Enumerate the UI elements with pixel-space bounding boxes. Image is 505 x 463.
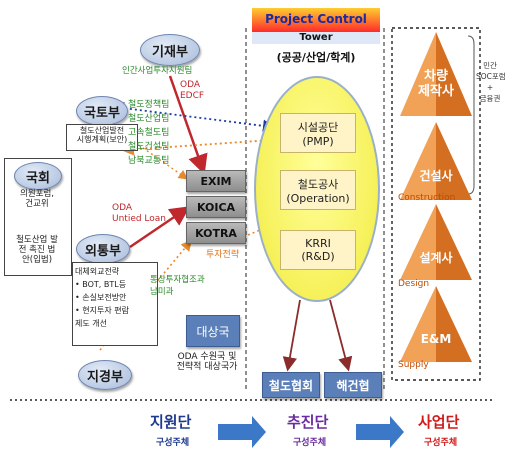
pyramid-sub-construction: Construction bbox=[398, 193, 456, 203]
target-desc-l1: ODA 수원국 및 bbox=[177, 352, 237, 362]
arrow-oetong-koica bbox=[129, 206, 191, 249]
gukto-plan-box: 철도산업발전 시행계획(보안) bbox=[66, 124, 138, 151]
target-desc-l2: 전략적 대상국가 bbox=[176, 362, 238, 373]
tongsang-l2: 남미과 bbox=[150, 287, 174, 297]
pyramid-label-vehicle: 차량 제작사 bbox=[402, 69, 470, 100]
center-box-krri: KRRI (R&D) bbox=[280, 230, 356, 270]
kotra-box: KOTRA bbox=[186, 222, 246, 244]
center-box-operation-l1: 철도공사 bbox=[297, 177, 339, 191]
edcf-label: EDCF bbox=[180, 91, 205, 101]
gukto-oval: 국토부 bbox=[76, 96, 128, 126]
oetong-strategy-box: 대체외교전략 • BOT, BTL등 • 손실보전방안 • 현지투자 편람 제도… bbox=[72, 262, 158, 346]
exim-box: EXIM bbox=[186, 170, 246, 192]
footer-arrow-2 bbox=[356, 416, 404, 448]
footer-business-title: 사업단 bbox=[418, 413, 460, 431]
target-country-box: 대상국 bbox=[186, 315, 240, 347]
project-control-desc: (공공/산업/학계) bbox=[276, 51, 356, 64]
center-box-krri-l2: (R&D) bbox=[301, 250, 335, 263]
gukto-team-5: 남북교통팀 bbox=[128, 156, 170, 166]
footer-arrow-1 bbox=[218, 416, 266, 448]
gukto-team-3: 고속철도팀 bbox=[128, 128, 170, 138]
arrow-oval-overseas bbox=[329, 299, 353, 372]
gukhoe-desc-l2: 건교위 bbox=[25, 198, 49, 209]
gukhoe-bill: 철도산업 발 전 촉진 법 안(입법) bbox=[6, 235, 68, 265]
center-box-operation-l2: (Operation) bbox=[286, 191, 350, 205]
footer-promote-sub: 구성주체 bbox=[293, 438, 327, 448]
side-note-l3: + bbox=[486, 83, 494, 92]
oda-untied-l2: Untied Loan bbox=[112, 214, 167, 224]
pyramid-label-design: 설계사 bbox=[419, 251, 453, 265]
gukto-plan-l2: 시행계획(보안) bbox=[76, 135, 128, 145]
oda-untied-l1: ODA bbox=[112, 203, 133, 213]
gukto-team-2: 철도산업팀 bbox=[128, 114, 170, 124]
oetong-item-3: • 손실보전방안 bbox=[75, 293, 127, 302]
pyramid-label-vehicle-l2: 제작사 bbox=[418, 83, 454, 99]
oetong-item-4: • 현지투자 편람 bbox=[75, 306, 129, 315]
footer-support-sub: 구성주체 bbox=[156, 438, 190, 448]
center-box-pmp-l1: 시설공단 bbox=[297, 120, 339, 134]
gukhoe-desc: 의원포럼, 건교위 bbox=[6, 189, 68, 210]
side-note: 민간 SOC포럼 + 금융권 bbox=[476, 60, 505, 104]
gukto-team-1: 철도정책팀 bbox=[128, 100, 170, 110]
target-desc: ODA 수원국 및 전략적 대상국가 bbox=[170, 352, 244, 373]
gukto-plan-l1: 철도산업발전 bbox=[79, 126, 125, 135]
oetong-item-2: • BOT, BTL등 bbox=[75, 280, 127, 289]
side-bracket bbox=[467, 35, 475, 195]
koica-box: KOICA bbox=[186, 196, 246, 218]
overseas-construction-box: 해건협 bbox=[324, 372, 382, 398]
pyramid-frame bbox=[391, 27, 481, 381]
oda-label: ODA bbox=[180, 80, 201, 90]
pyramid-label-vehicle-l1: 차량 bbox=[424, 69, 448, 84]
pyramid-label-construction: 건설사 bbox=[419, 169, 453, 183]
jigyeong-oval: 지경부 bbox=[78, 360, 132, 390]
footer-business-sub: 구성주체 bbox=[424, 438, 458, 448]
gukto-team-list: 철도정책팀 철도산업팀 고속철도팀 철도건설팀 남북교통팀 bbox=[128, 98, 169, 168]
footer-support-title: 지원단 bbox=[150, 413, 192, 431]
rail-association-box: 철도협회 bbox=[262, 372, 320, 398]
tongsang-l1: 통상투자협조과 bbox=[150, 275, 205, 285]
project-control-subtitle: Tower bbox=[252, 32, 380, 44]
gukhoe-bill-l3: 안(입법) bbox=[21, 254, 53, 265]
gijaebu-team: 인간사업투자지원팀 bbox=[122, 66, 193, 76]
gukhoe-bill-l1: 철도산업 발 bbox=[16, 235, 58, 245]
oetong-item-1: 대체외교전략 bbox=[75, 267, 120, 276]
gukhoe-oval: 국회 bbox=[14, 162, 62, 190]
gukhoe-bill-l2: 전 촉진 법 bbox=[18, 244, 56, 255]
center-box-krri-l1: KRRI bbox=[305, 237, 331, 250]
pyramid-sub-supply: Supply bbox=[398, 360, 429, 370]
project-control-title: Project Control bbox=[265, 12, 367, 27]
center-box-pmp: 시설공단 (PMP) bbox=[280, 113, 356, 153]
oetong-oval: 외통부 bbox=[76, 234, 130, 264]
footer-promote-title: 추진단 bbox=[287, 413, 329, 431]
project-control-banner: Project Control bbox=[252, 8, 380, 32]
gukhoe-desc-l1: 의원포럼, bbox=[20, 189, 54, 199]
center-box-pmp-l2: (PMP) bbox=[302, 134, 334, 148]
side-note-l1: 민간 bbox=[483, 61, 497, 70]
gijaebu-oval: 기재부 bbox=[140, 34, 200, 66]
pyramids bbox=[400, 32, 472, 362]
arrow-gukto-pmp bbox=[111, 101, 276, 133]
pyramid-label-em: E&M bbox=[420, 332, 452, 346]
side-note-l2: SOC포럼 bbox=[476, 72, 505, 81]
invest-strategy-label: 투자전략 bbox=[206, 250, 240, 260]
pyramid-sub-design: Design bbox=[398, 279, 430, 289]
side-note-l4: 금융권 bbox=[479, 94, 501, 103]
center-box-operation: 철도공사 (Operation) bbox=[280, 170, 356, 210]
arrow-oval-railassoc bbox=[282, 299, 301, 372]
oetong-item-5: 제도 개선 bbox=[75, 319, 107, 328]
gukto-team-4: 철도건설팀 bbox=[128, 142, 170, 152]
